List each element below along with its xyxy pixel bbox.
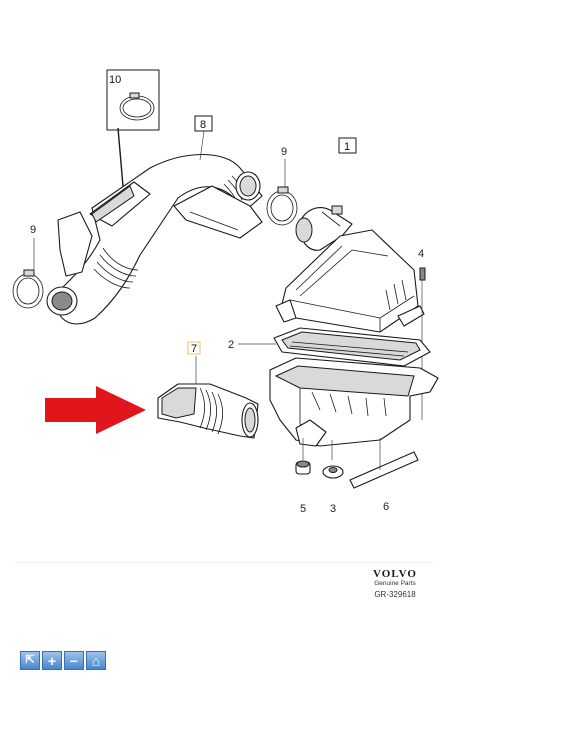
callout-9-left: 9 xyxy=(30,224,36,236)
brand-subtitle: Genuine Parts xyxy=(374,580,416,587)
callout-3: 3 xyxy=(330,503,336,515)
callout-1: 1 xyxy=(344,141,350,153)
part-9-clamp-right[interactable] xyxy=(266,186,298,226)
part-3-mount[interactable] xyxy=(322,440,344,479)
diagram-reference: GR-329618 xyxy=(374,590,416,599)
zoom-in-button[interactable]: + xyxy=(42,651,62,670)
divider xyxy=(14,562,434,563)
zoom-out-icon: − xyxy=(69,652,79,669)
zoom-in-icon: + xyxy=(47,652,57,669)
air-cleaner-housing[interactable] xyxy=(269,357,439,447)
home-button[interactable]: ⌂ xyxy=(86,651,106,670)
callout-6: 6 xyxy=(383,501,389,513)
callout-8: 8 xyxy=(200,119,206,131)
part-8-intake-hose[interactable] xyxy=(46,154,263,325)
diagram-toolbar: ⇱ + − ⌂ xyxy=(20,651,106,670)
part-2-filter-element[interactable] xyxy=(273,327,431,367)
cursor-button[interactable]: ⇱ xyxy=(20,651,40,670)
callout-2: 2 xyxy=(228,339,234,351)
brand-logo: VOLVO xyxy=(373,568,417,580)
callout-4: 4 xyxy=(418,248,424,260)
part-6-strip[interactable] xyxy=(349,438,419,489)
home-icon: ⌂ xyxy=(91,652,101,669)
cursor-icon: ⇱ xyxy=(25,654,35,666)
zoom-out-button[interactable]: − xyxy=(64,651,84,670)
part-10-clamp[interactable] xyxy=(106,69,160,131)
callout-5: 5 xyxy=(300,503,306,515)
parts-diagram: 10 8 9 xyxy=(12,69,439,515)
callout-10: 10 xyxy=(109,74,121,86)
callout-9-right: 9 xyxy=(281,146,287,158)
highlight-arrow-icon xyxy=(45,386,146,434)
callout-7: 7 xyxy=(191,343,197,355)
part-7-air-duct[interactable] xyxy=(157,383,259,439)
air-cleaner-cover[interactable] xyxy=(275,205,425,333)
part-9-clamp-left[interactable] xyxy=(12,269,44,309)
part-5-grommet[interactable] xyxy=(295,438,311,475)
